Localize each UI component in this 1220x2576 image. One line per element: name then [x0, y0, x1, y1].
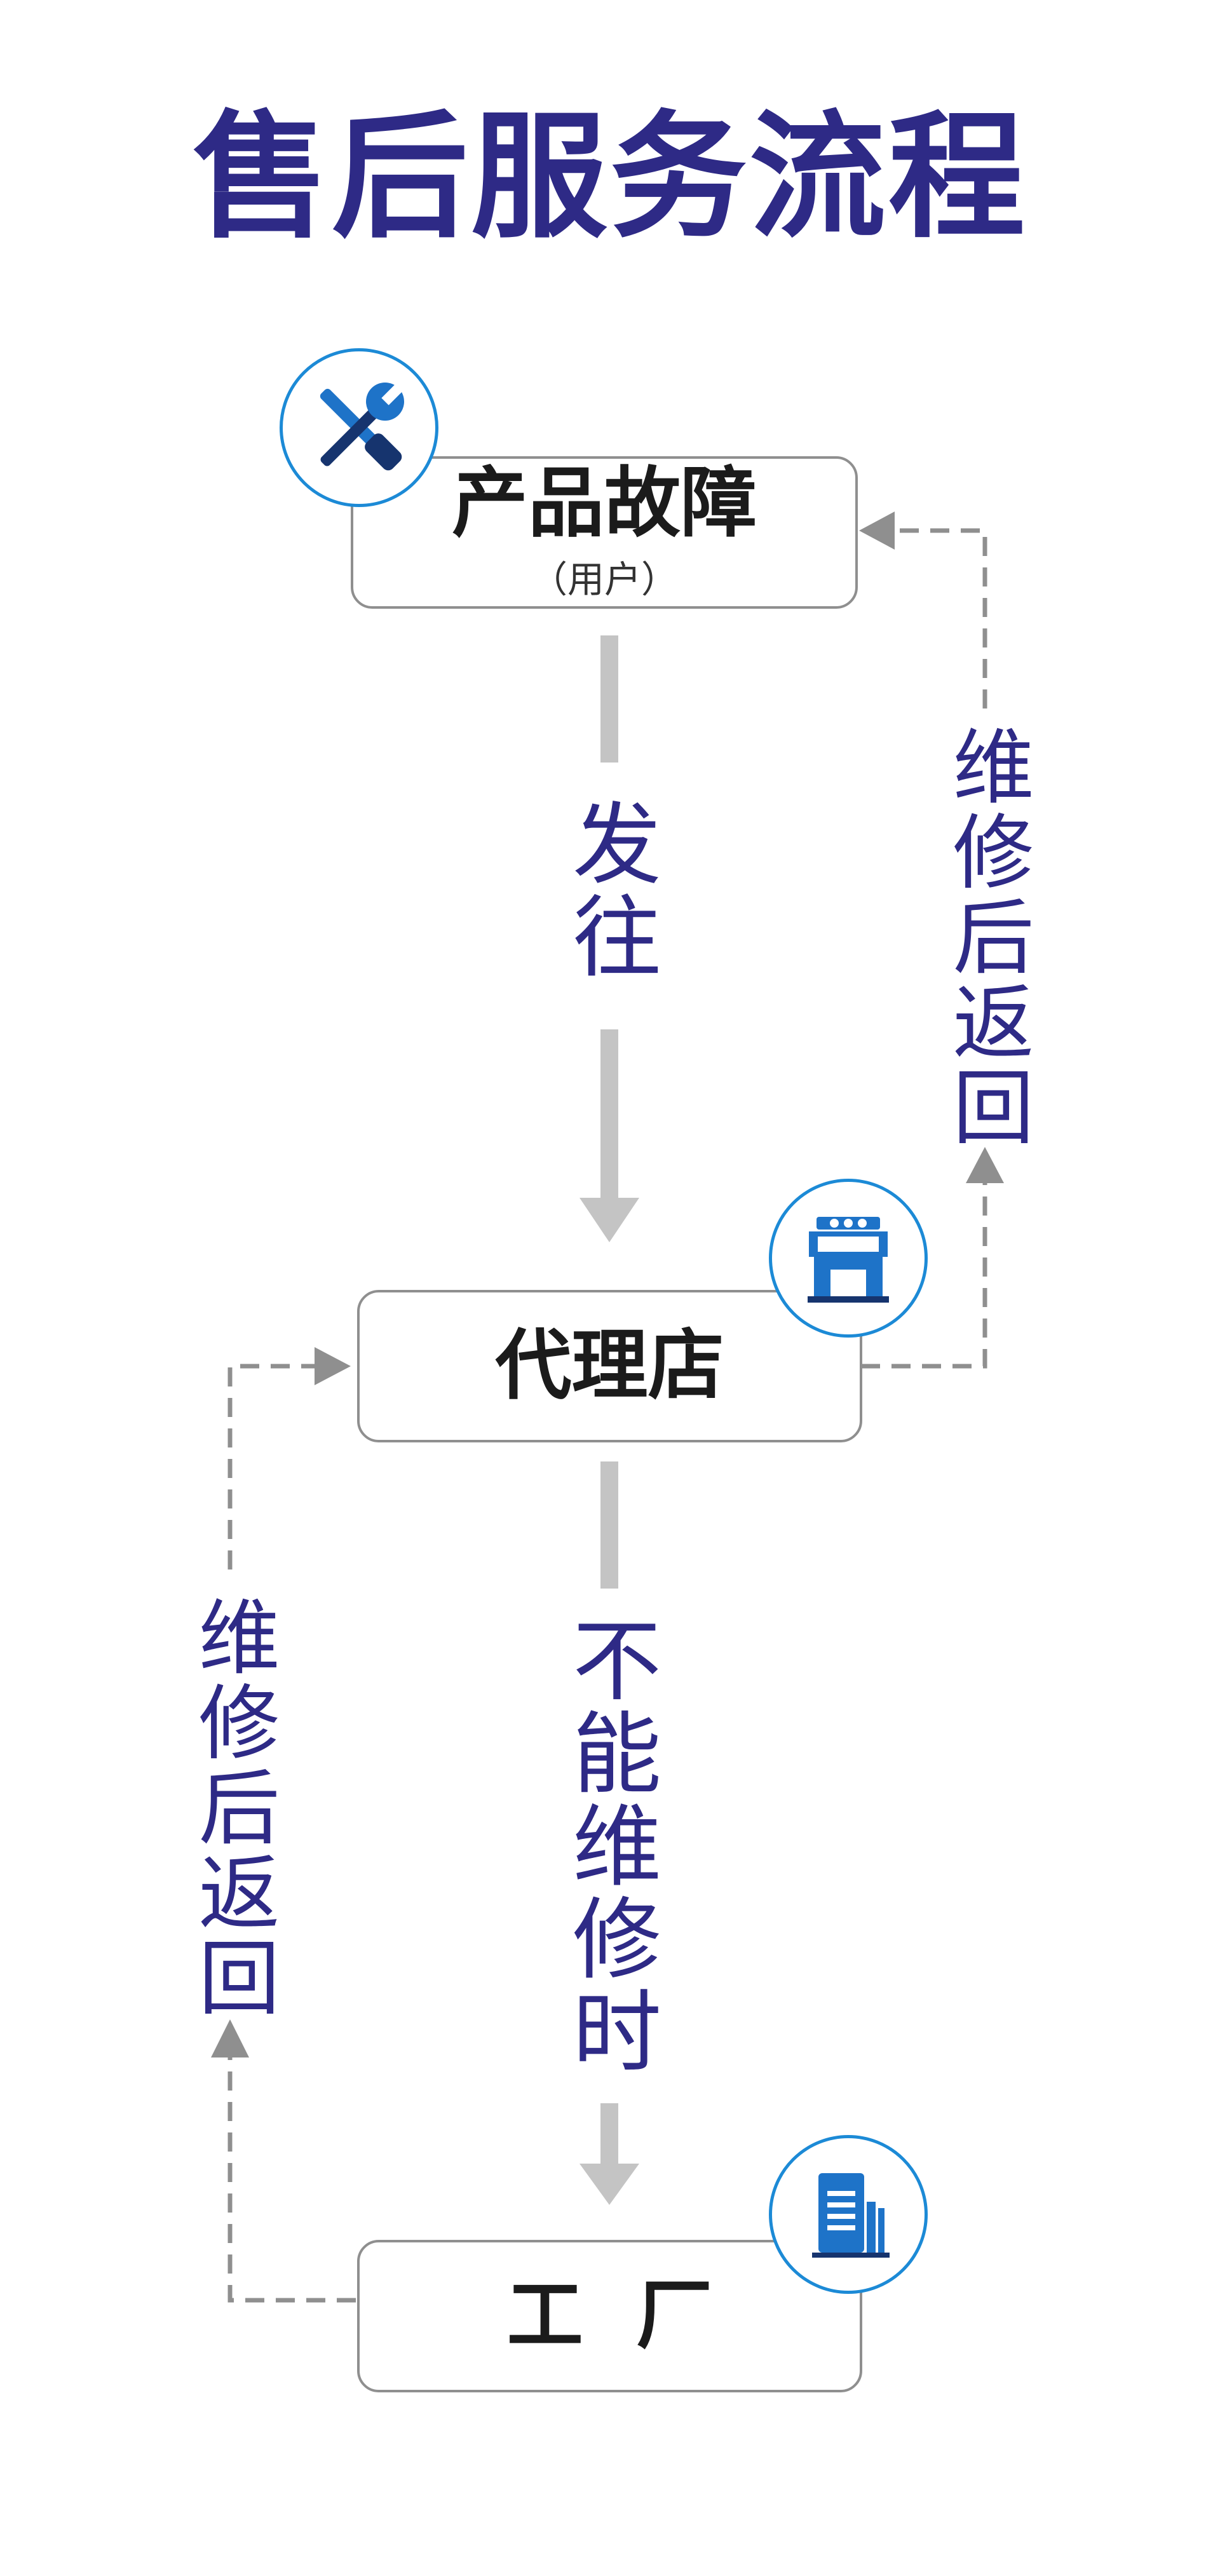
dashed-arrow-factory-to-store [211, 1347, 356, 2303]
node-factory-label: 工 厂 [506, 2272, 713, 2360]
edge-label-send-to: 发往 [557, 797, 661, 983]
edge-label-unrepairable: 不能维修时 [557, 1614, 661, 2078]
edge-label-return-right: 维修后返回 [939, 724, 1033, 1150]
page-title: 售后服务流程 [193, 97, 1027, 257]
node-product-fault-sublabel: （用户） [530, 558, 678, 601]
main-arrow-store-to-factory [580, 1461, 639, 2205]
store-icon [769, 1179, 928, 1338]
main-arrow-fault-to-store [580, 635, 639, 1242]
node-agent-store: 代理店 [357, 1290, 862, 1442]
dashed-arrow-store-to-fault [859, 512, 1004, 1369]
edge-label-return-left: 维修后返回 [184, 1595, 279, 2021]
building-icon [769, 2135, 928, 2294]
node-product-fault-label: 产品故障 [452, 459, 757, 548]
node-agent-store-label: 代理店 [495, 1322, 724, 1410]
wrench-screwdriver-icon [280, 348, 438, 507]
node-factory: 工 厂 [357, 2240, 862, 2392]
node-product-fault: 产品故障 （用户） [351, 456, 858, 609]
